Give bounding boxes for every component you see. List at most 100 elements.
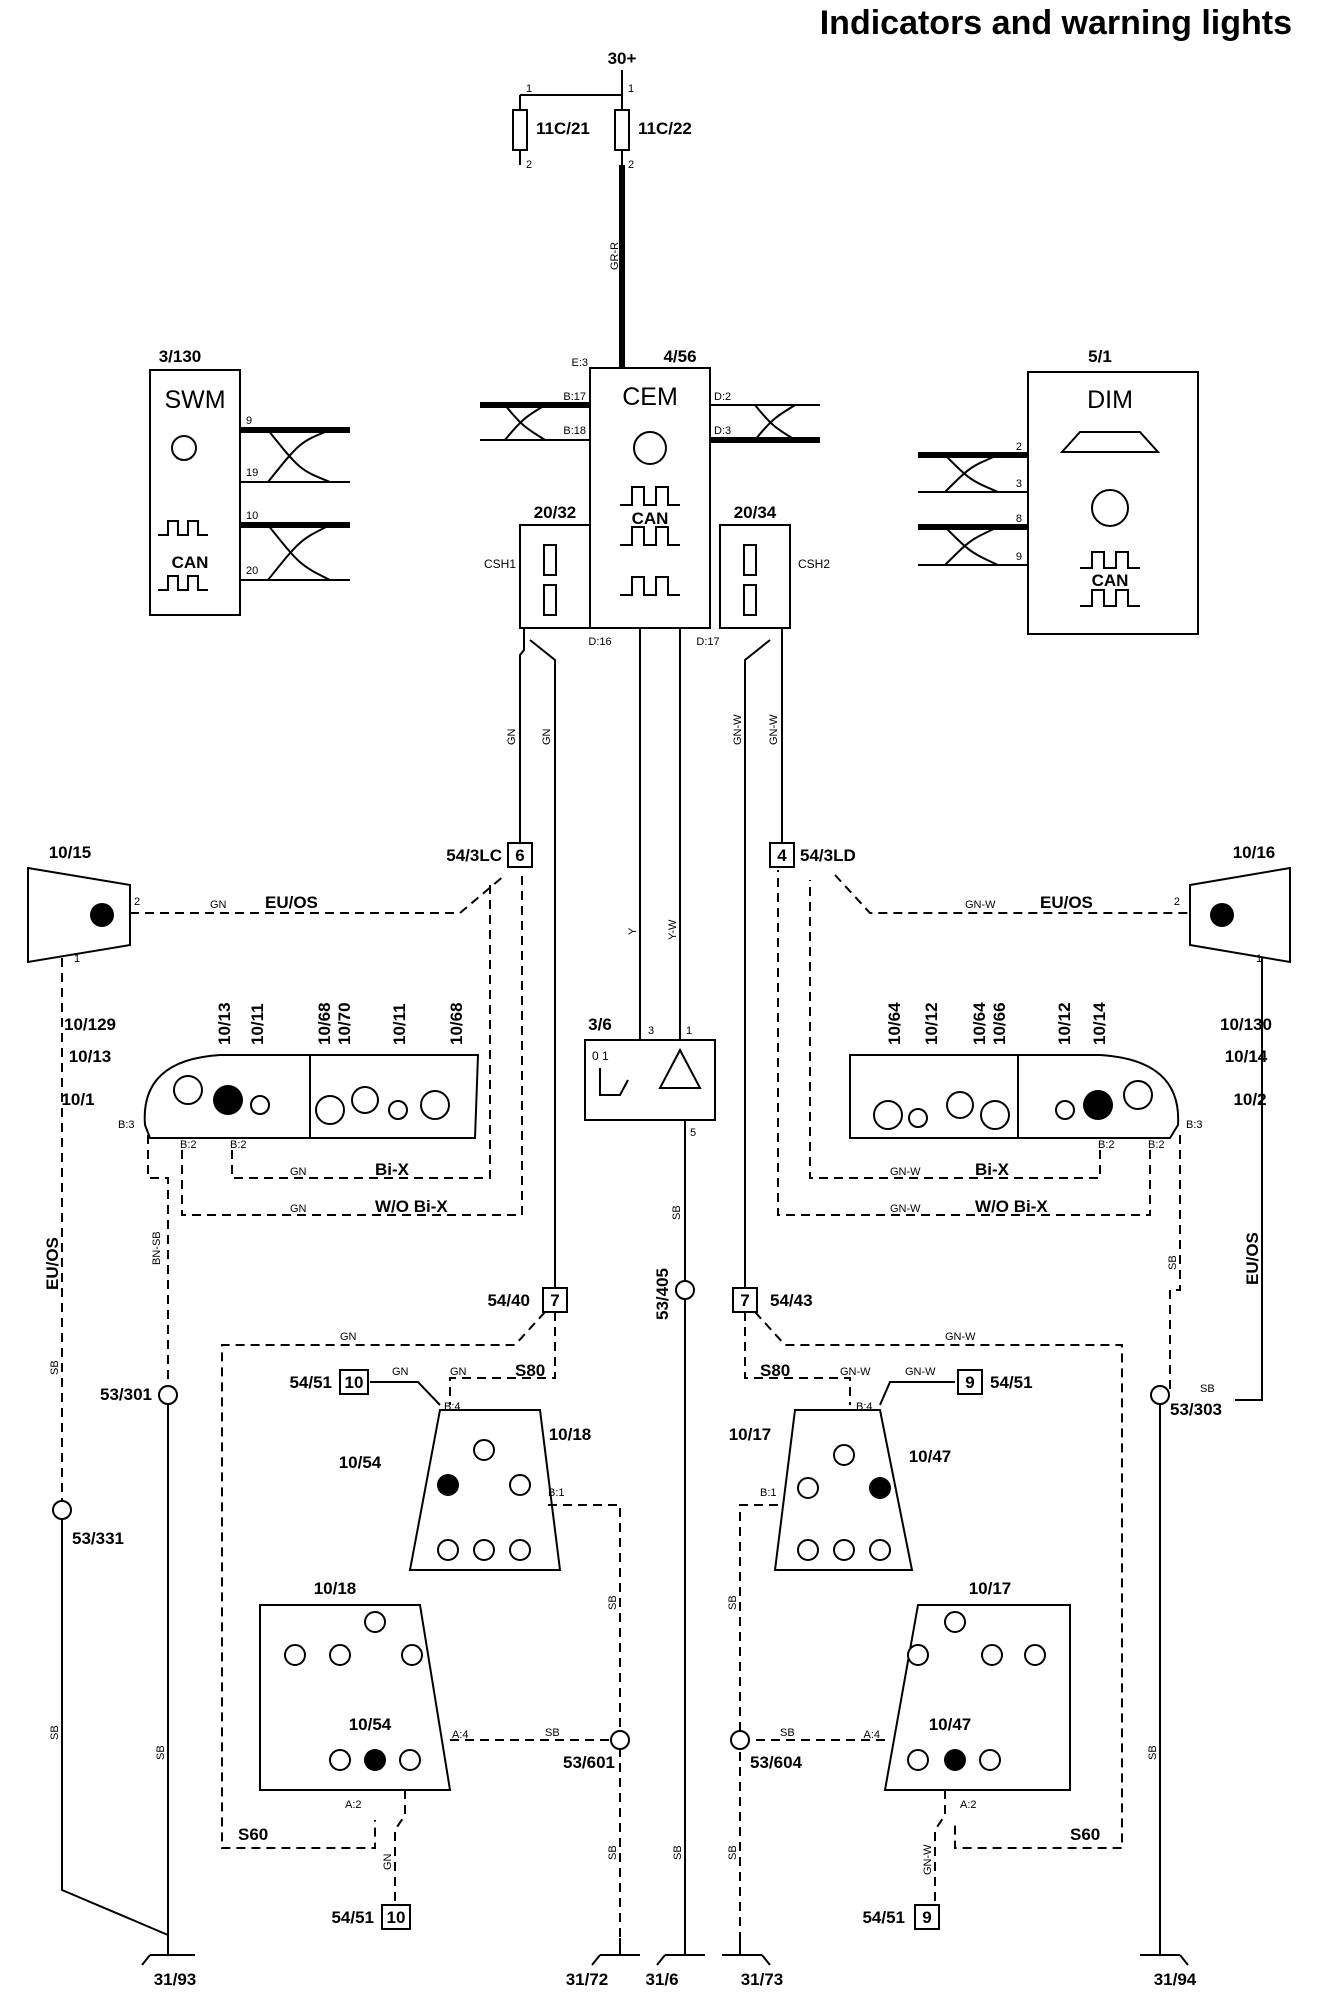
connector-54-51-s60-left-pin: 10	[387, 1908, 406, 1927]
bulb-icon	[420, 1090, 450, 1120]
rear-lamp-right-s80	[773, 1409, 914, 1571]
dim-module	[1027, 371, 1199, 635]
bulb-icon	[1083, 1090, 1113, 1120]
wire-color-sb-center: SB	[671, 1205, 683, 1220]
ground-31-94-label: 31/94	[1154, 1970, 1197, 1989]
wire-color-sb-gnd-73: SB	[727, 1845, 739, 1860]
cem-pin-d3: D:3	[714, 425, 731, 437]
wire-color-gnw-euos-right: GN-W	[965, 899, 996, 911]
hazard-switch-ref: 3/6	[588, 1015, 612, 1034]
bulb-icon	[1123, 1080, 1153, 1110]
wire-color-gnw-s60-right: GN-W	[922, 1844, 934, 1875]
cem-pin-b17: B:17	[563, 391, 586, 403]
dim-ref: 5/1	[1088, 347, 1112, 366]
bulb-icon	[213, 1085, 243, 1115]
swm-name: SWM	[164, 386, 225, 414]
fuse1-label: 11C/21	[536, 119, 590, 138]
bulb-icon	[509, 1474, 531, 1496]
rear-right-s80-pin-b1: B:1	[760, 1487, 777, 1499]
rear-left-s80-ind-ref: 10/54	[339, 1453, 382, 1472]
cem-pin-d17: D:17	[696, 636, 719, 648]
rear-left-s80-pin-b1: B:1	[548, 1487, 565, 1499]
connector-54-40-ref: 54/40	[487, 1291, 530, 1310]
wire-color-y: Y	[627, 927, 639, 935]
bulb-icon	[869, 1539, 891, 1561]
hazard-switch-positions: 0 1	[592, 1049, 609, 1063]
headlamp-left-ref-3: 10/1	[61, 1090, 94, 1109]
svg-text:10/11: 10/11	[248, 1003, 267, 1045]
wire-color-gnw-s80: GN-W	[945, 1331, 976, 1343]
ground-31-72	[591, 1938, 640, 1966]
connector-54-51-s60-left-ref: 54/51	[331, 1908, 374, 1927]
bulb-icon	[473, 1539, 495, 1561]
bulb-icon	[797, 1539, 819, 1561]
wire-color-gn-s60-left: GN	[382, 1853, 394, 1870]
splice-53-601-label: 53/601	[563, 1753, 615, 1772]
connector-54-51-s80-right	[957, 1369, 983, 1395]
headlamp-right-ref-2: 10/14	[1225, 1047, 1268, 1066]
splice-53-331-label: 53/331	[72, 1529, 124, 1548]
connector-54-51-s80-left	[339, 1369, 369, 1395]
bulb-icon	[907, 1644, 929, 1666]
rear-lamp-left-s80	[408, 1409, 562, 1571]
cem-ref: 4/56	[663, 347, 696, 366]
bulb-icon	[873, 1100, 903, 1130]
variant-wobix-left: W/O Bi-X	[375, 1197, 448, 1216]
hazard-switch-pin-3: 3	[648, 1025, 654, 1037]
bulb-icon	[399, 1749, 421, 1771]
bulb-icon	[473, 1439, 495, 1461]
headlamp-left-ref-1: 10/129	[64, 1015, 116, 1034]
bulb-icon	[315, 1095, 345, 1125]
power-supply-label: 30+	[608, 49, 637, 68]
hazard-triangle-icon	[658, 1047, 702, 1089]
headlamp-right-pin-b3: B:3	[1186, 1119, 1203, 1131]
ground-31-72-label: 31/72	[566, 1970, 609, 1989]
wire-color-gnw-s80-a: GN-W	[840, 1366, 871, 1378]
swm-can-twisted-pair	[240, 427, 350, 581]
rear-right-s80-ref: 10/17	[729, 1425, 772, 1444]
svg-text:10/11: 10/11	[390, 1003, 409, 1045]
headlamp-left-refs: 10/13 10/11 10/68 10/70 10/11 10/68	[215, 1002, 466, 1045]
ground-31-93	[141, 1935, 195, 1966]
splice-53-405-label: 53/405	[653, 1268, 672, 1320]
bulb-icon	[364, 1611, 386, 1633]
connector-54-3lc	[507, 842, 533, 868]
csh1-name: CSH1	[484, 557, 516, 571]
cem-can-label: CAN	[632, 509, 669, 528]
connector-54-43-pin: 7	[740, 1291, 749, 1310]
wire-color-sb-s80-right: SB	[727, 1595, 739, 1610]
can-signal-icon	[158, 520, 208, 536]
bulb-icon	[364, 1749, 386, 1771]
bulb-icon	[833, 1539, 855, 1561]
bulb-icon	[329, 1644, 351, 1666]
headlamp-right-pin-b2-b: B:2	[1148, 1139, 1165, 1151]
hazard-switch-pin-5: 5	[690, 1127, 696, 1139]
wires-euos	[61, 874, 1263, 1510]
ground-31-73-label: 31/73	[741, 1970, 784, 1989]
variant-euos-right: EU/OS	[1040, 893, 1093, 912]
bulb-icon	[401, 1644, 423, 1666]
variant-euos-left: EU/OS	[265, 893, 318, 912]
relay-icon	[351, 1086, 379, 1114]
connector-54-3lc-ref: 54/3LC	[446, 846, 502, 865]
swm-pin-19: 19	[246, 467, 258, 479]
csh2-name: CSH2	[798, 557, 830, 571]
bulb-icon	[90, 903, 114, 927]
connector-54-40-pin: 7	[550, 1291, 559, 1310]
rear-left-s80-pin-b4: B:4	[444, 1401, 461, 1413]
bulb-icon	[437, 1474, 459, 1496]
headlamp-right-pin-b2-a: B:2	[1098, 1139, 1115, 1151]
side-indicator-left	[27, 866, 131, 964]
fuse-11c22	[614, 109, 630, 165]
relay-icon	[946, 1091, 974, 1119]
swm-pin-10: 10	[246, 510, 258, 522]
bulb-icon	[437, 1539, 459, 1561]
swm-pin-20: 20	[246, 565, 258, 577]
bulb-icon	[833, 1444, 855, 1466]
rear-left-s60-ref: 10/18	[314, 1579, 357, 1598]
wire-color-gn-2: GN	[541, 728, 553, 745]
lamp-10-15-ref: 10/15	[49, 843, 92, 862]
bulb-icon	[509, 1539, 531, 1561]
cem-pin-d2: D:2	[714, 391, 731, 403]
cem-pin-e3: E:3	[571, 357, 588, 369]
